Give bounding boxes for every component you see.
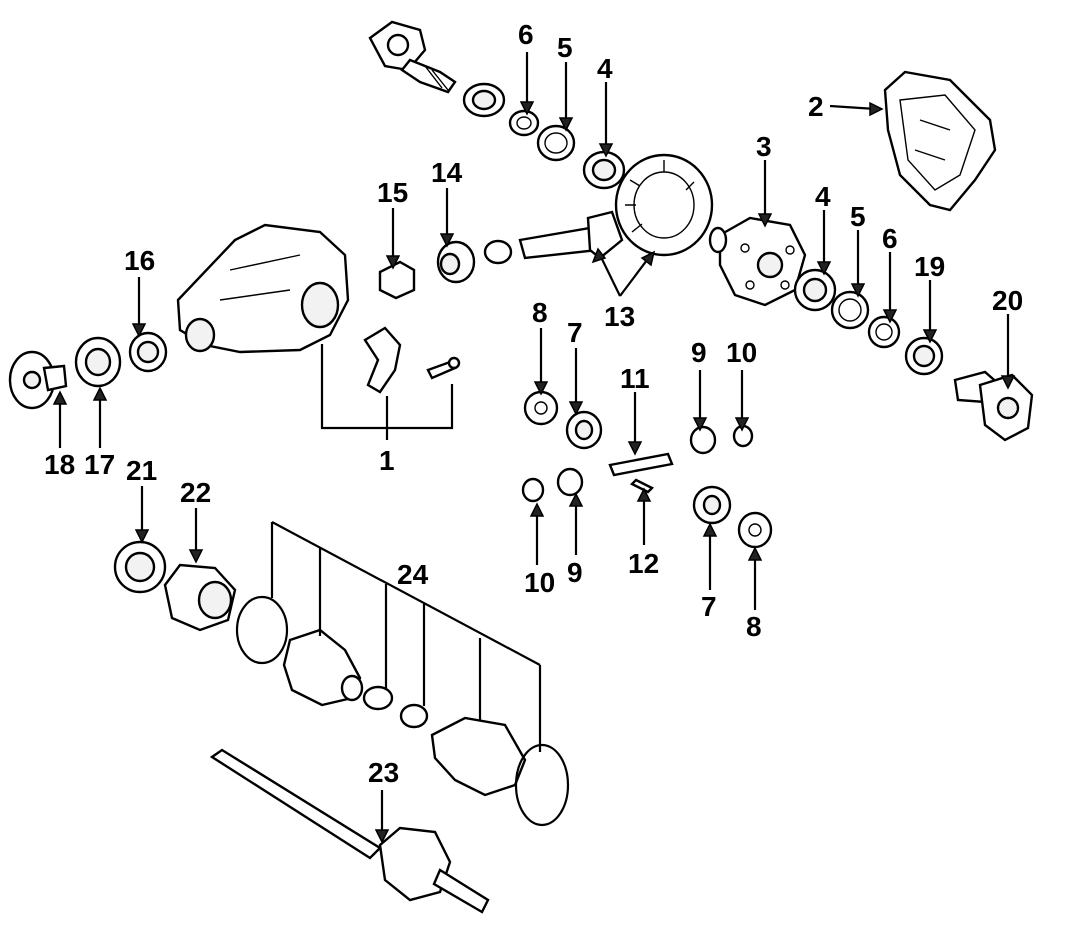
shim-right (867, 315, 901, 349)
pinion-shaft-11 (608, 452, 674, 477)
carrier-housing (176, 223, 350, 354)
inner-joint-22 (163, 563, 237, 632)
side-seal-right (904, 336, 944, 376)
callout-17: 17 (84, 449, 115, 480)
callout-14: 14 (431, 157, 463, 188)
boot-clamp-small-b (399, 703, 429, 729)
callout-8-lower: 8 (746, 611, 762, 642)
boot-clamp-large-b (514, 743, 570, 827)
boot-clamp-small-a (362, 685, 394, 711)
callout-4-upper: 4 (597, 53, 613, 84)
output-flange-right (953, 370, 1034, 442)
differential-case (708, 216, 807, 307)
companion-flange-top (368, 20, 457, 94)
callout-7-upper: 7 (567, 317, 583, 348)
pinion-gear-9a (689, 425, 717, 455)
side-gear-7b (692, 485, 732, 525)
axle-shaft-23 (209, 748, 490, 914)
callout-13: 13 (604, 301, 635, 332)
thrust-washer-10b (521, 477, 545, 503)
callout-24: 24 (397, 559, 429, 590)
callout-10-upper: 10 (726, 337, 757, 368)
callout-22: 22 (180, 477, 211, 508)
side-gear-washer-8a (523, 390, 559, 426)
callout-labels: 6 5 4 2 3 15 14 16 4 5 6 19 20 13 8 7 9 … (44, 19, 1023, 788)
callout-6-right: 6 (882, 223, 898, 254)
collapsible-spacer-upper (508, 109, 540, 137)
bearing-race-upper (536, 124, 576, 162)
pinion-gear-9b (556, 467, 584, 497)
ring-gear (614, 153, 714, 257)
callout-6-upper: 6 (518, 19, 534, 50)
differential-cover (883, 70, 997, 212)
callout-18: 18 (44, 449, 75, 480)
bushing-15 (378, 260, 416, 300)
side-gear-washer-8b (737, 511, 773, 549)
axle-seal-21 (113, 540, 167, 594)
boot-clamp-large-a (235, 595, 289, 665)
bearing-race-right (830, 290, 870, 330)
callout-9-lower: 9 (567, 557, 583, 588)
pinion-seal-top (462, 82, 506, 118)
callout-20: 20 (992, 285, 1023, 316)
callout-5-right: 5 (850, 201, 866, 232)
pinion-seal-17 (74, 336, 122, 388)
lock-pin-12 (629, 478, 655, 494)
callout-11: 11 (620, 363, 650, 394)
callout-16: 16 (124, 245, 155, 276)
cv-boot-outer (430, 716, 527, 797)
callout-8-upper: 8 (532, 297, 548, 328)
bearing-cap (363, 326, 402, 394)
callout-2: 2 (808, 91, 824, 122)
callout-7-lower: 7 (701, 591, 717, 622)
callout-10-lower: 10 (524, 567, 555, 598)
callout-9-upper: 9 (691, 337, 707, 368)
callout-5-upper: 5 (557, 32, 573, 63)
callout-12: 12 (628, 548, 659, 579)
bearing-upper (582, 150, 626, 190)
callout-23: 23 (368, 757, 399, 788)
callout-4-right: 4 (815, 181, 831, 212)
callout-21: 21 (126, 455, 157, 486)
pinion-gear (518, 210, 624, 260)
cap-bolt (426, 356, 461, 380)
pinion-spacer-ring (483, 239, 513, 265)
callout-19: 19 (914, 251, 945, 282)
callout-1: 1 (379, 445, 395, 476)
pinion-bearing-16 (128, 331, 168, 373)
side-gear-7a (565, 410, 603, 450)
leader-lines (52, 52, 1016, 844)
companion-flange-18 (8, 350, 68, 410)
callout-3: 3 (756, 131, 772, 162)
pinion-bearing-14 (436, 240, 476, 284)
cv-boot-inner (282, 628, 364, 707)
bearing-right (793, 268, 837, 312)
callout-15: 15 (377, 177, 408, 208)
